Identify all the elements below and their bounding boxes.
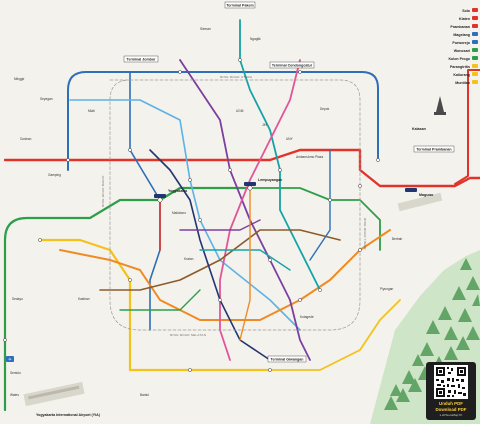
terminal-jombor: Terminal Jombor [123, 55, 159, 63]
label-sentolo: Sentolo [10, 371, 21, 375]
terminal-prambanan: Terminal Prambanan [413, 145, 455, 153]
station-dots [3, 58, 380, 372]
qr-link[interactable]: s.id/TeutoMapYK [439, 413, 463, 417]
svg-text:Lempuyangan: Lempuyangan [258, 178, 282, 182]
airport-icon: ✈ [8, 357, 12, 362]
ringroad-west-label: RING ROAD BARAT [101, 175, 105, 207]
qr-title-en: Download PDF [435, 406, 467, 412]
line-navy [149, 149, 271, 361]
terminal-condongcatur: Terminal Condongcatur [269, 61, 315, 69]
label-sedayu: Sedayu [12, 297, 23, 301]
line-teal-branch [199, 249, 291, 271]
line-blue-branch [309, 149, 331, 261]
svg-text:Maguwo: Maguwo [419, 193, 434, 197]
line-orange-branch [239, 189, 251, 341]
terminal-pakem: Terminal Pakem [224, 1, 256, 9]
station-maguwo: Maguwo [405, 188, 434, 197]
label-mlati: Mlati [88, 109, 95, 113]
ring-road [109, 79, 361, 331]
station-tugu: Yogyakarta [154, 189, 188, 198]
ringroad-south-label: RING ROAD SELATAN [170, 333, 206, 337]
svg-text:Terminal Giwangan: Terminal Giwangan [271, 357, 304, 361]
ringroad-east-label: RING ROAD TIMUR [363, 218, 367, 250]
svg-text:Terminal Pakem: Terminal Pakem [226, 3, 253, 7]
svg-text:Magelang: Magelang [453, 33, 470, 37]
label-depok: Depok [320, 107, 330, 111]
temple-icon [434, 96, 446, 115]
svg-text:Solo: Solo [462, 9, 471, 13]
line-yellow [38, 238, 272, 372]
label-berbah: Berbah [392, 237, 403, 241]
svg-text:Wonosari: Wonosari [454, 49, 470, 53]
svg-text:Prambanan: Prambanan [450, 25, 470, 29]
line-blue [67, 71, 379, 171]
label-uny: UNY [286, 137, 294, 141]
label-minggir: Minggir [14, 77, 25, 81]
label-seyegan: Seyegan [40, 97, 53, 101]
label-sleman: Sleman [200, 27, 211, 31]
label-kraton: Kraton [184, 257, 194, 261]
airport-yia: ✈ Yogyakarta International Airport (YIA) [6, 356, 101, 417]
airport-area [23, 381, 85, 407]
label-malioboro: Malioboro [172, 211, 186, 215]
ringroad-north-label: RING ROAD UTARA [220, 75, 252, 79]
line-teal [239, 19, 321, 291]
line-yellow-2 [269, 299, 401, 371]
qr-code-icon [434, 365, 468, 399]
station-kalasan: Kalasan [412, 127, 426, 131]
svg-text:Yogyakarta: Yogyakarta [168, 189, 188, 193]
line-green-branch [119, 289, 201, 311]
svg-text:Yogyakarta International Airpo: Yogyakarta International Airport (YIA) [36, 413, 101, 417]
label-gamping: Gamping [48, 173, 61, 177]
svg-text:Kalasan: Kalasan [412, 127, 426, 131]
qr-download-card[interactable]: Unduh PDF Download PDF s.id/TeutoMapYK [426, 362, 476, 420]
label-bantul: Bantul [140, 393, 149, 397]
adisucipto-area [397, 192, 443, 212]
svg-text:Klaten: Klaten [459, 17, 470, 21]
line-red [3, 148, 480, 188]
qr-title-id: Unduh PDF [439, 401, 463, 406]
label-kotagede: Kotagede [300, 315, 314, 319]
terminal-giwangan: Terminal Giwangan [267, 355, 307, 363]
svg-text:Terminal Condongcatur: Terminal Condongcatur [272, 63, 313, 67]
svg-text:Kaliurang: Kaliurang [453, 73, 470, 77]
label-ngaglik: Ngaglik [250, 37, 261, 41]
transit-lines [3, 19, 480, 412]
line-red-2 [454, 69, 480, 185]
label-ambarukmo: Ambarrukmo Plaza [296, 155, 323, 159]
label-ugm: UGM [236, 109, 244, 113]
line-lightblue [69, 99, 301, 331]
label-godean: Godean [20, 137, 32, 141]
landmark-labels: Malioboro UGM JIH UNY Kraton Ambarrukmo … [10, 27, 403, 397]
svg-text:Parangtritis: Parangtritis [450, 65, 470, 69]
label-wates: Wates [10, 393, 19, 397]
destination-list: Solo Klaten Prambanan Magelang Purworejo… [448, 8, 478, 85]
svg-text:Terminal Jombor: Terminal Jombor [127, 57, 156, 61]
line-green-2 [249, 187, 381, 251]
line-purple [179, 59, 311, 361]
line-pink [219, 59, 301, 361]
svg-text:Purworejo: Purworejo [452, 41, 470, 45]
svg-text:Terminal Prambanan: Terminal Prambanan [416, 147, 451, 151]
label-piyungan: Piyungan [380, 287, 394, 291]
line-purple-branch [179, 219, 261, 231]
svg-text:Muntilan: Muntilan [455, 81, 470, 85]
station-lempuyangan: Lempuyangan [244, 178, 282, 186]
label-jih: JIH [262, 123, 267, 127]
line-green [3, 186, 252, 412]
line-brown [99, 229, 341, 291]
svg-text:Kulon Progo: Kulon Progo [448, 57, 470, 61]
label-kasihan: Kasihan [78, 297, 90, 301]
line-orange [59, 229, 391, 321]
